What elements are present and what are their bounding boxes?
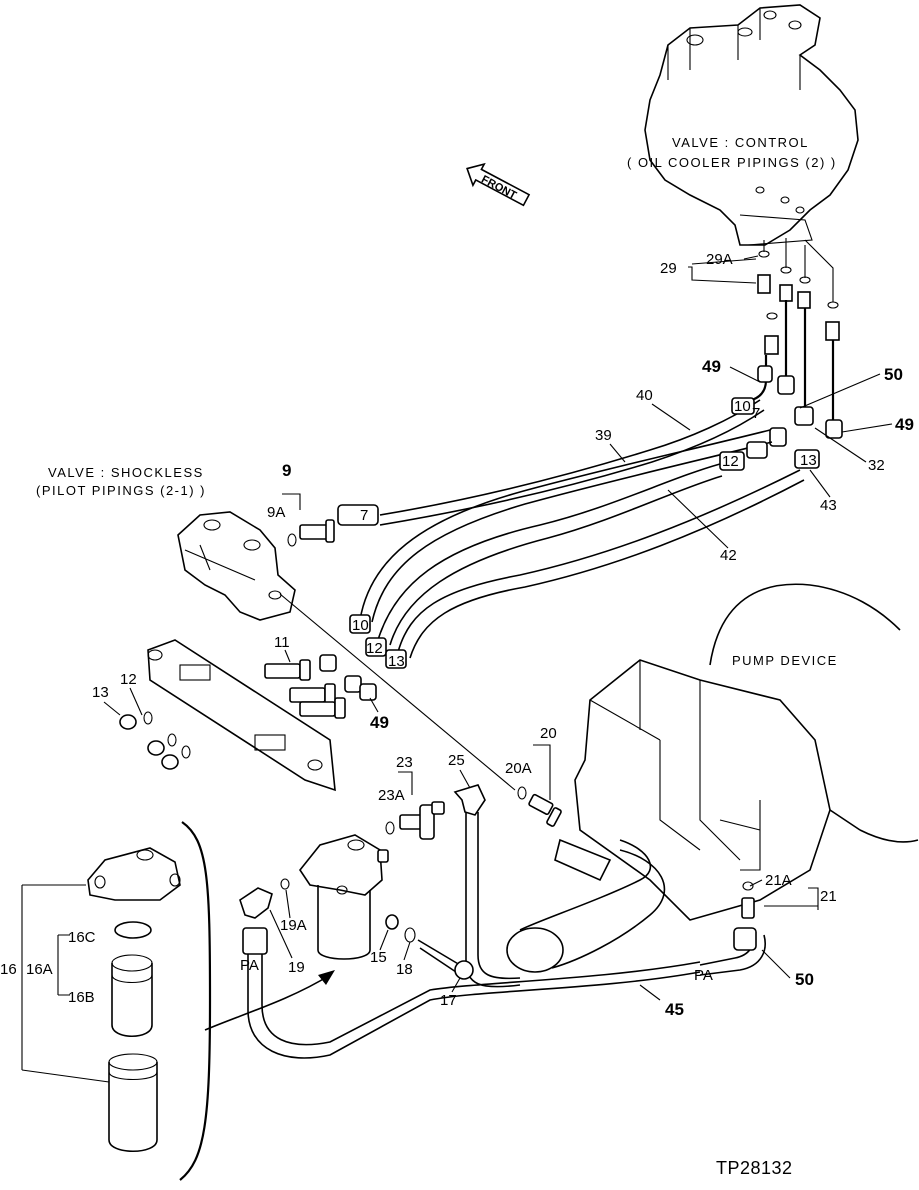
callout-9: 9: [282, 461, 291, 480]
hose-ends-top-right: [751, 300, 843, 447]
fitting-29-group: [757, 238, 840, 355]
shockless-valve-drawing: [177, 511, 296, 621]
callout-18: 18: [396, 961, 413, 978]
nuts-and-rings-left: [119, 711, 191, 770]
filter-element-16b: [111, 954, 153, 1037]
callout-25: 25: [448, 752, 465, 769]
shockless-valve-caption-line2: (PILOT PIPINGS (2-1) ): [36, 483, 206, 498]
callout-16a: 16A: [26, 961, 53, 978]
filter-head-exploded: [87, 847, 181, 901]
callout-16: 16: [0, 961, 17, 978]
callout-39: 39: [595, 427, 612, 444]
callout-21a: 21A: [765, 872, 792, 889]
pump-device-caption: PUMP DEVICE: [732, 653, 838, 668]
pa-tag-left: PA: [240, 957, 259, 974]
hose-tag-7-top: 7: [360, 507, 368, 524]
hose-tag-12-top: 12: [722, 453, 739, 470]
front-label: FRONT: [479, 173, 518, 202]
hose-tag-13-top: 13: [800, 452, 817, 469]
callout-16c: 16C: [68, 929, 96, 946]
callout-17: 17: [440, 992, 457, 1009]
seal-ring-16c: [114, 921, 152, 939]
callout-29: 29: [660, 260, 677, 277]
shockless-valve-caption-line1: VALVE : SHOCKLESS: [48, 465, 204, 480]
bracket-plate: [147, 639, 336, 792]
filter-case: [108, 1053, 158, 1152]
callout-bracket-16: [21, 884, 110, 1083]
hose-tag-7-mid: 7: [752, 405, 760, 422]
callout-21: 21: [820, 888, 837, 905]
control-valve-drawing: [644, 4, 859, 246]
callout-49-mid: 49: [370, 713, 389, 732]
callout-11: 11: [274, 634, 290, 651]
callout-9a: 9A: [267, 504, 285, 521]
callout-19: 19: [288, 959, 305, 976]
control-valve-caption-line1: VALVE : CONTROL: [672, 135, 809, 150]
bolt-17: [417, 939, 474, 980]
hose-45: [242, 927, 766, 1059]
callout-20: 20: [540, 725, 557, 742]
callout-50-top: 50: [884, 365, 903, 384]
hose-tag-10-top: 10: [734, 398, 751, 415]
callout-23a: 23A: [378, 787, 405, 804]
hose-bundle: [359, 399, 805, 659]
fittings-11-group: [264, 654, 377, 719]
callout-45: 45: [665, 1000, 684, 1019]
callout-29a: 29A: [706, 251, 733, 268]
front-direction-arrow: FRONT: [466, 162, 531, 207]
callout-49-top: 49: [702, 357, 721, 376]
callout-50-bottom: 50: [795, 970, 814, 989]
elbow-19: [239, 878, 290, 919]
pa-tag-right: PA: [694, 967, 713, 984]
elbow-25: [453, 784, 486, 816]
callout-16b: 16B: [68, 989, 95, 1006]
pump-device-drawing: [574, 583, 919, 921]
callout-15: 15: [370, 949, 387, 966]
callout-13: 13: [92, 684, 109, 701]
pump-suction-loop: [506, 838, 666, 973]
callout-20a: 20A: [505, 760, 532, 777]
fitting-20: [517, 786, 562, 827]
callout-19a: 19A: [280, 917, 307, 934]
callout-12: 12: [120, 671, 137, 688]
callout-23: 23: [396, 754, 413, 771]
drawing-code: TP28132: [716, 1158, 793, 1178]
filter-assembly: [299, 834, 389, 960]
fitting-9: [287, 519, 335, 547]
hose-tag-13-low: 13: [388, 653, 405, 670]
fitting-23: [385, 801, 445, 840]
hose-tag-10-low: 10: [352, 617, 369, 634]
hose-fittings-on-bundle: [337, 397, 820, 669]
callout-40: 40: [636, 387, 653, 404]
callout-32: 32: [868, 457, 885, 474]
control-valve-caption-line2: ( OIL COOLER PIPINGS (2) ): [627, 155, 837, 170]
callout-43: 43: [820, 497, 837, 514]
hose-tag-12-low: 12: [366, 640, 383, 657]
callout-49-right: 49: [895, 415, 914, 434]
callout-42: 42: [720, 547, 737, 564]
fitting-21: [741, 881, 755, 919]
